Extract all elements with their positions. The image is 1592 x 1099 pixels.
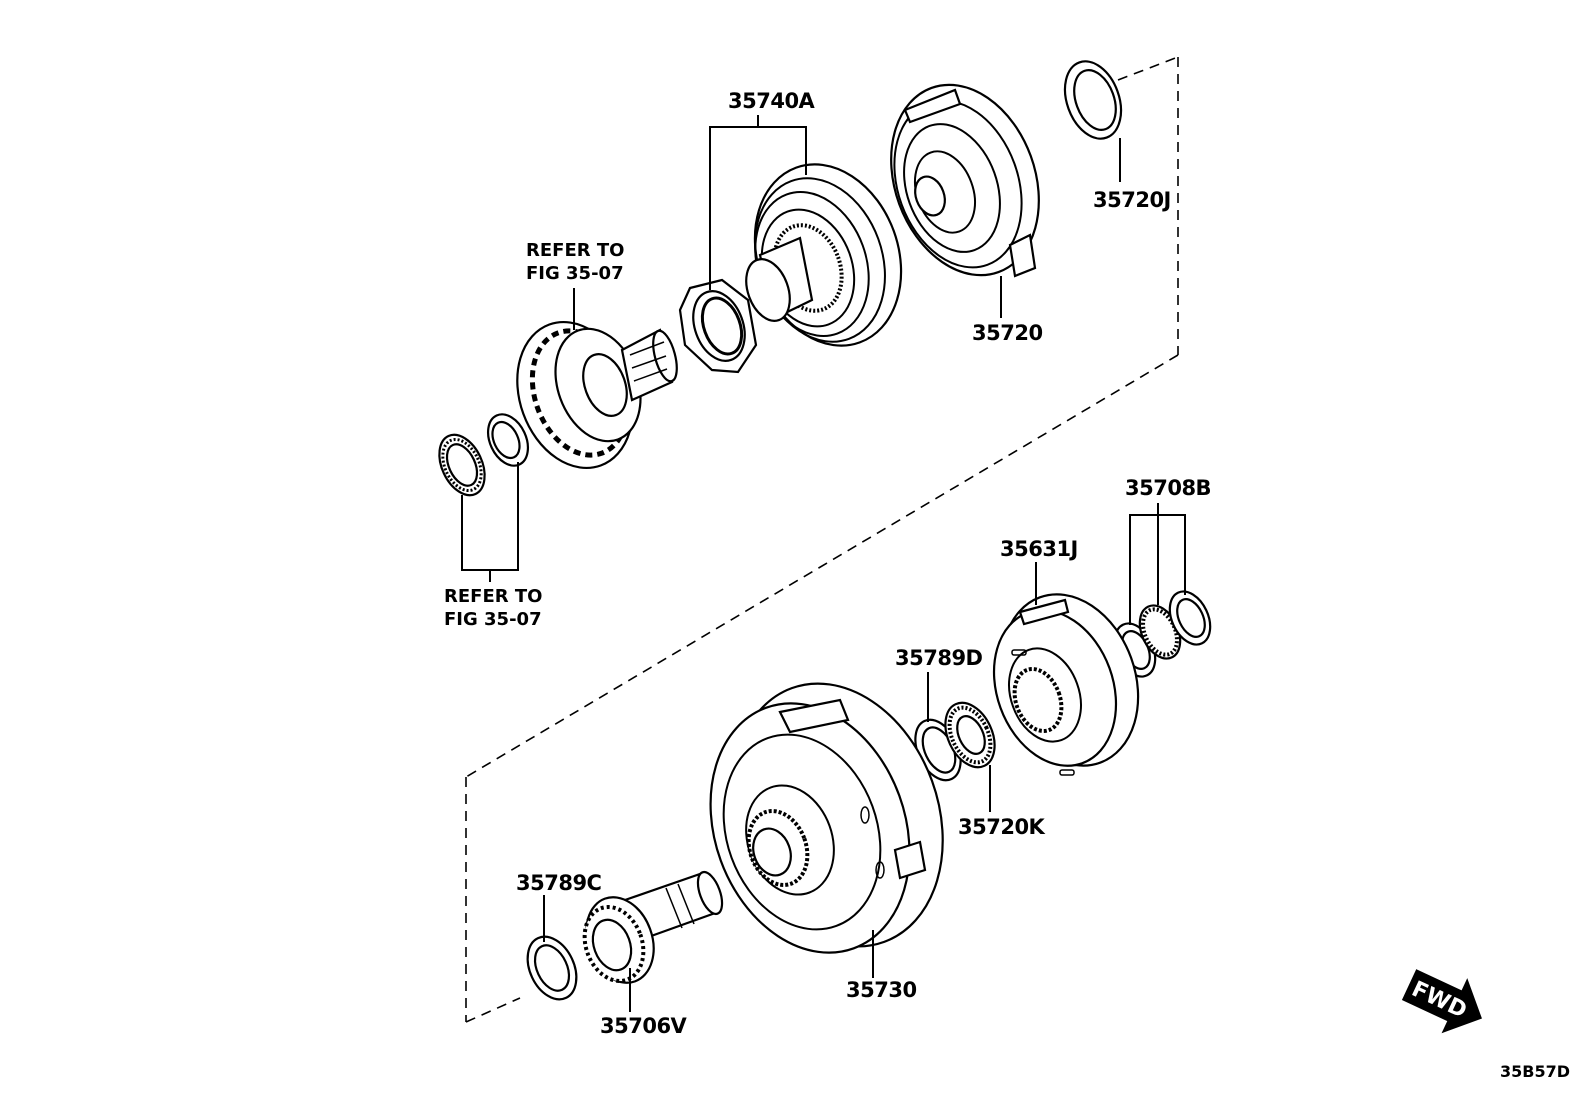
leader-refer-lower xyxy=(461,462,519,582)
lock-nut[interactable] xyxy=(678,278,758,374)
label-35730[interactable]: 35730 xyxy=(846,978,917,1002)
label-35789D[interactable]: 35789D xyxy=(895,646,983,670)
part-35720K-needle-bearing[interactable] xyxy=(936,695,1005,775)
refer-lower-line2[interactable]: FIG 35-07 xyxy=(444,609,542,630)
part-35631J-planetary-carrier[interactable] xyxy=(973,575,1161,785)
label-35720K[interactable]: 35720K xyxy=(958,815,1046,839)
part-35740A-clutch-hub[interactable] xyxy=(730,144,925,367)
leader-35708B xyxy=(1129,503,1186,625)
fwd-direction-arrow: FWD xyxy=(1401,969,1482,1034)
planetary-carrier-gear[interactable] xyxy=(498,306,682,485)
label-35789C[interactable]: 35789C xyxy=(516,871,602,895)
leaders-35789D-35720K xyxy=(927,672,991,812)
refer-lower-line1[interactable]: REFER TO xyxy=(444,586,542,607)
part-35720J-bearing-race[interactable] xyxy=(1055,54,1131,147)
refer-upper-line1[interactable]: REFER TO xyxy=(526,240,624,261)
assembly-boundary xyxy=(465,56,1179,1023)
label-35631J[interactable]: 35631J xyxy=(1000,537,1078,561)
refer-upper-line2[interactable]: FIG 35-07 xyxy=(526,263,624,284)
label-35708B[interactable]: 35708B xyxy=(1125,476,1212,500)
part-35706V-pinion-shaft[interactable] xyxy=(575,869,727,992)
label-35740A[interactable]: 35740A xyxy=(728,89,816,113)
thrust-washer[interactable] xyxy=(480,408,535,472)
label-35720J[interactable]: 35720J xyxy=(1093,188,1171,212)
part-35789C-thrust-washer[interactable] xyxy=(518,929,586,1007)
needle-bearing-thrust[interactable] xyxy=(430,428,493,503)
label-35720[interactable]: 35720 xyxy=(972,321,1043,345)
label-35706V[interactable]: 35706V xyxy=(600,1014,688,1038)
part-35708B-thrust-bearing-set[interactable] xyxy=(1107,585,1218,683)
part-35720-clutch-drum[interactable] xyxy=(866,64,1065,296)
figure-code: 35B57D xyxy=(1500,1062,1570,1081)
leaders-top xyxy=(709,115,1121,318)
part-35730-ring-gear[interactable] xyxy=(677,654,978,981)
fwd-arrow-icon xyxy=(1401,969,1482,1034)
